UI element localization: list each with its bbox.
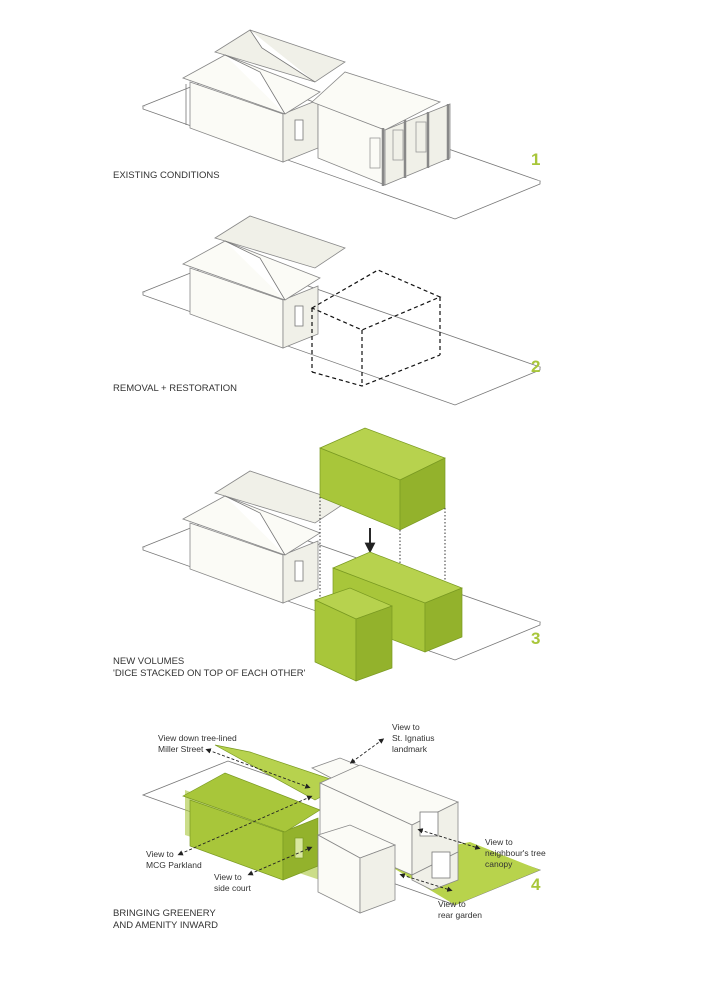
caption-step-1: EXISTING CONDITIONS <box>113 170 220 181</box>
addition-roof <box>311 71 442 131</box>
white-front-volume <box>316 824 397 914</box>
panel-2-removal-restoration <box>141 215 542 406</box>
caption-step-3: NEW VOLUMES'DICE STACKED ON TOP OF EACH … <box>113 656 306 679</box>
removed-volume-outline <box>310 269 442 387</box>
panel-3-new-volumes <box>141 427 542 682</box>
step-number-2: 2 <box>531 357 540 376</box>
house-roof <box>182 54 321 115</box>
panel-1-existing-conditions <box>141 29 542 220</box>
verandah-posts <box>381 104 450 186</box>
small-volume <box>314 587 393 682</box>
caption-step-2: REMOVAL + RESTORATION <box>113 383 237 394</box>
upper-volume <box>319 427 446 531</box>
step-number-4: 4 <box>531 875 541 894</box>
window <box>294 119 304 141</box>
view-arrows <box>177 738 481 892</box>
lower-volume <box>332 551 463 653</box>
step-number-1: 1 <box>531 150 540 169</box>
step-number-3: 3 <box>531 629 540 648</box>
